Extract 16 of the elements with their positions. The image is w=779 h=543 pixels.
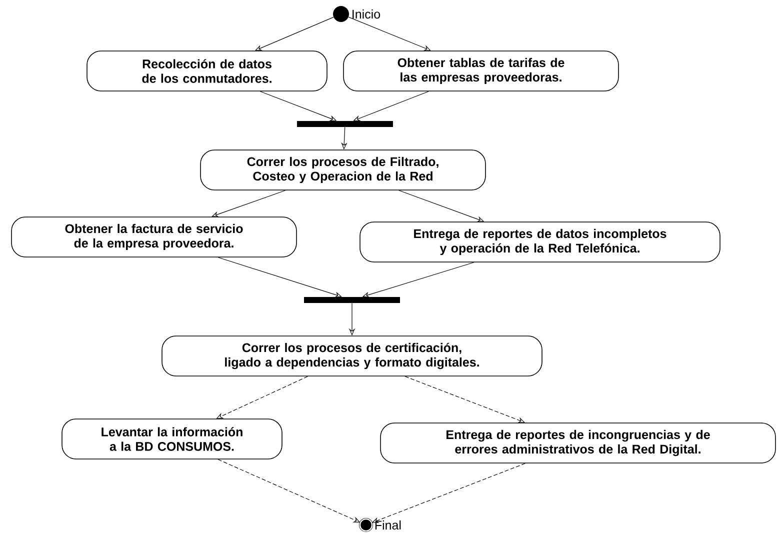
activity-box: Entrega de reportes de incongruencias y de errores administrativos de la Red Digital. [380, 422, 776, 464]
start-node [333, 6, 349, 22]
activity-box: Obtener tablas de tarifas de las empresas proveedoras. [343, 50, 619, 92]
activity-box: Recolección de datos de los conmutadores. [86, 50, 328, 92]
activity-box: Levantar la información a la BD CONSUMOS. [62, 418, 282, 460]
activity-box: Entrega de reportes de datos incompletos y operación de la Red Telefónica. [360, 222, 720, 262]
sync-bar [297, 121, 393, 127]
sync-bar [304, 297, 400, 303]
activity-box: Obtener la factura de servicio de la empresa proveedora. [11, 216, 297, 258]
end-node [359, 518, 373, 532]
arrow [212, 190, 286, 218]
node-label: Inicio [352, 9, 380, 19]
arrow [348, 16, 431, 51]
activity-box: Correr los procesos de certificación, ligado a dependencias y formato digitales. [162, 336, 542, 376]
node-label: Final [375, 520, 401, 530]
activity-box: Correr los procesos de Filtrado, Costeo y Operacion de la Red [200, 150, 486, 190]
